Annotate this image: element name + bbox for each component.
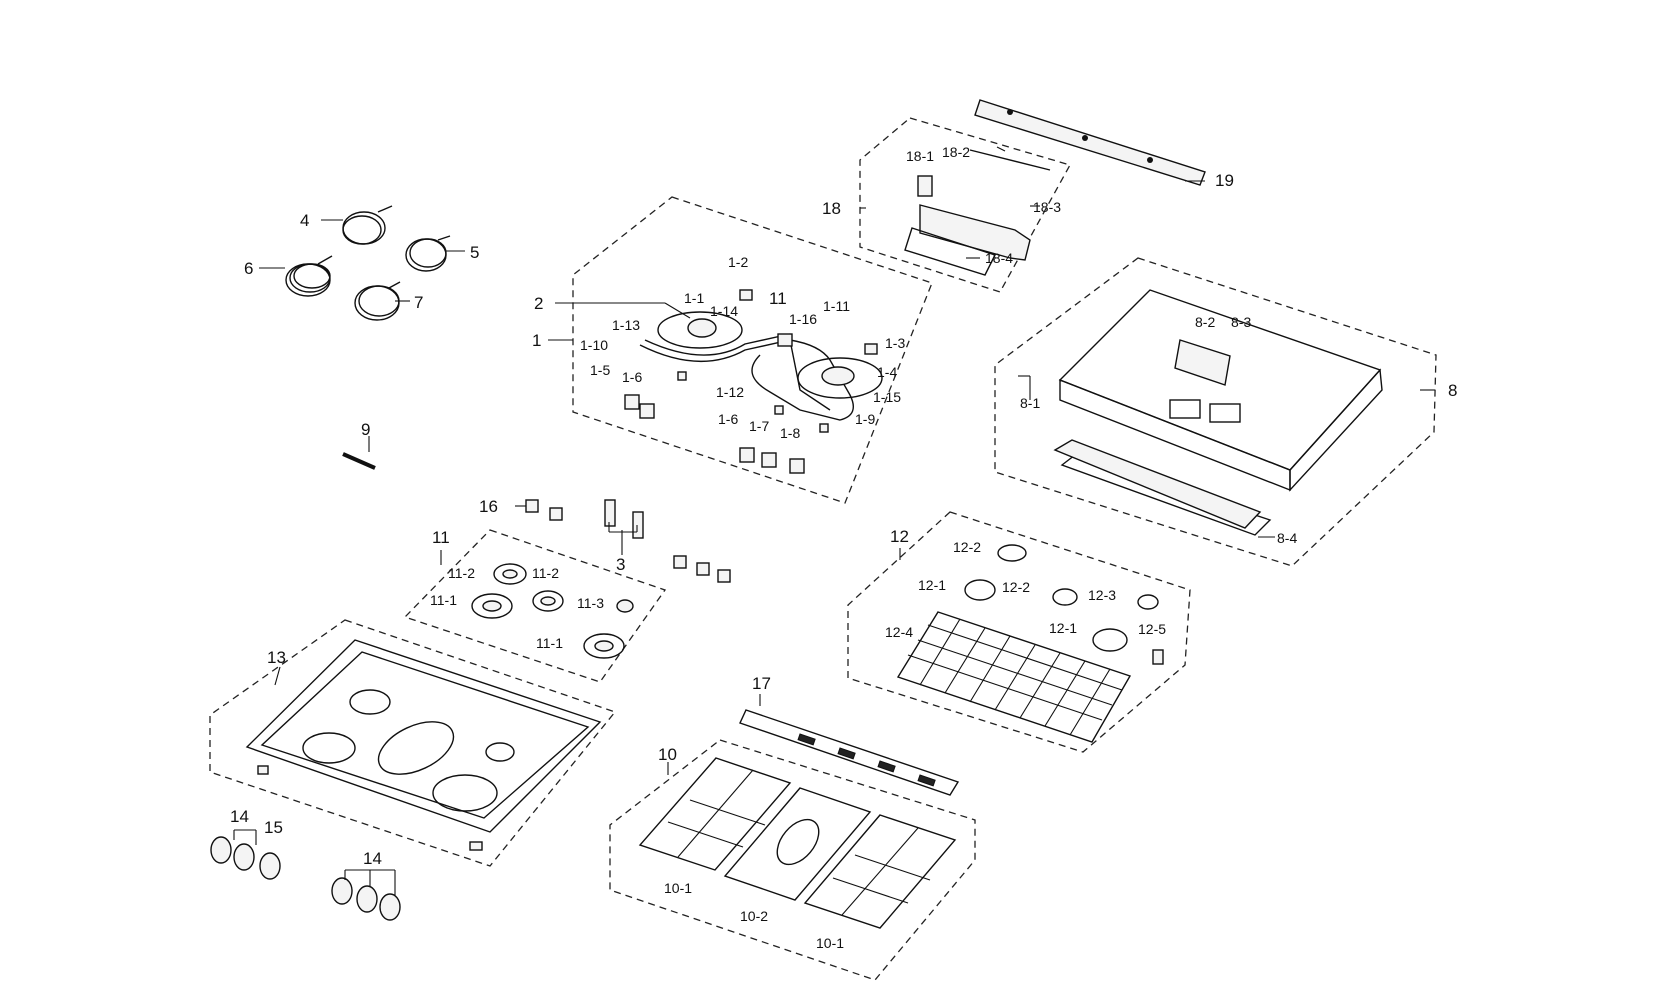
label-6: 6 [244, 259, 253, 278]
oven-rack-12-4[interactable] [896, 611, 1132, 743]
label-12-1a: 12-1 [918, 577, 946, 593]
label-14a: 14 [230, 807, 249, 826]
cable-6[interactable] [285, 255, 333, 297]
label-1-6a: 1-6 [622, 369, 642, 385]
label-7: 7 [414, 293, 423, 312]
grate-10-1-left[interactable] [638, 757, 792, 871]
cable-4[interactable] [342, 205, 393, 245]
label-1-16: 1-16 [789, 311, 817, 327]
part-labels: 4 5 6 7 2 1 1-1 1-2 1-3 1-4 1-5 1-6 1-6 … [230, 144, 1457, 951]
label-1-10: 1-10 [580, 337, 608, 353]
label-19: 19 [1215, 171, 1234, 190]
label-18-4: 18-4 [985, 250, 1013, 266]
control-bracket-18[interactable] [904, 149, 1051, 276]
label-2: 2 [534, 294, 543, 313]
label-1-1: 1-1 [684, 290, 704, 306]
cable-5[interactable] [405, 235, 451, 272]
label-12-2a: 12-2 [953, 539, 981, 555]
label-3: 3 [616, 555, 625, 574]
label-11-1a: 11-1 [430, 592, 457, 608]
label-8-2: 8-2 [1195, 314, 1215, 330]
label-1-7: 1-7 [749, 418, 769, 434]
label-1-13: 1-13 [612, 317, 640, 333]
group-18-outline [859, 117, 1071, 293]
knob-15[interactable] [259, 852, 281, 880]
gas-manifold-assembly[interactable] [624, 289, 883, 474]
burner-caps-12[interactable] [964, 544, 1164, 665]
label-18-1: 18-1 [906, 148, 934, 164]
label-1-12: 1-12 [716, 384, 744, 400]
control-panel-bar-19[interactable] [974, 99, 1206, 186]
label-1-11: 1-11 [823, 298, 850, 314]
label-1: 1 [532, 331, 541, 350]
label-10-1a: 10-1 [664, 880, 692, 896]
label-1-14: 1-14 [710, 303, 738, 319]
label-1-2: 1-2 [728, 254, 748, 270]
label-11b: 11 [432, 528, 450, 547]
bracket-3[interactable] [604, 499, 731, 583]
label-1-15: 1-15 [873, 389, 901, 405]
label-15: 15 [264, 818, 283, 837]
label-12-4: 12-4 [885, 624, 913, 640]
label-17: 17 [752, 674, 771, 693]
group-12-outline [847, 511, 1191, 753]
label-10-2: 10-2 [740, 908, 768, 924]
label-11-1b: 11-1 [536, 635, 563, 651]
label-18-3: 18-3 [1033, 199, 1061, 215]
grate-10-2-center[interactable] [723, 787, 872, 901]
label-14b: 14 [363, 849, 382, 868]
label-9: 9 [361, 420, 370, 439]
label-18-2: 18-2 [942, 144, 970, 160]
cavity-base-8[interactable] [1053, 289, 1383, 536]
label-11-2a: 11-2 [448, 565, 475, 581]
label-1-8: 1-8 [780, 425, 800, 441]
rod-9[interactable] [342, 452, 376, 470]
label-10-1b: 10-1 [816, 935, 844, 951]
label-12-5: 12-5 [1138, 621, 1166, 637]
label-4: 4 [300, 211, 309, 230]
cooktop-13[interactable] [245, 639, 602, 851]
label-10: 10 [658, 745, 677, 764]
group-10-outline [609, 739, 976, 981]
grate-10-1-right[interactable] [803, 814, 957, 929]
label-12: 12 [890, 527, 909, 546]
clip-16[interactable] [525, 499, 563, 521]
group-1-outline [572, 196, 933, 504]
label-1-9: 1-9 [855, 411, 875, 427]
cable-7[interactable] [354, 281, 401, 321]
label-8-4: 8-4 [1277, 530, 1297, 546]
label-1-4: 1-4 [877, 364, 897, 380]
label-16: 16 [479, 497, 498, 516]
label-5: 5 [470, 243, 479, 262]
burner-set-11[interactable] [471, 563, 634, 659]
knobs-14-left[interactable] [210, 836, 255, 871]
label-8: 8 [1448, 381, 1457, 400]
label-12-2b: 12-2 [1002, 579, 1030, 595]
label-13: 13 [267, 648, 286, 667]
group-8-outline [994, 257, 1437, 567]
label-1-3: 1-3 [885, 335, 905, 351]
label-18: 18 [822, 199, 841, 218]
label-8-1: 8-1 [1020, 395, 1040, 411]
label-1-5: 1-5 [590, 362, 610, 378]
label-11a: 11 [769, 289, 787, 308]
group-11-outline [403, 529, 667, 683]
label-1-6b: 1-6 [718, 411, 738, 427]
label-12-1b: 12-1 [1049, 620, 1077, 636]
label-8-3: 8-3 [1231, 314, 1251, 330]
label-11-3: 11-3 [577, 595, 604, 611]
leader-lines [233, 146, 1435, 895]
strip-17[interactable] [739, 709, 960, 796]
label-11-2b: 11-2 [532, 565, 559, 581]
knobs-14-right[interactable] [331, 877, 401, 921]
label-12-3: 12-3 [1088, 587, 1116, 603]
